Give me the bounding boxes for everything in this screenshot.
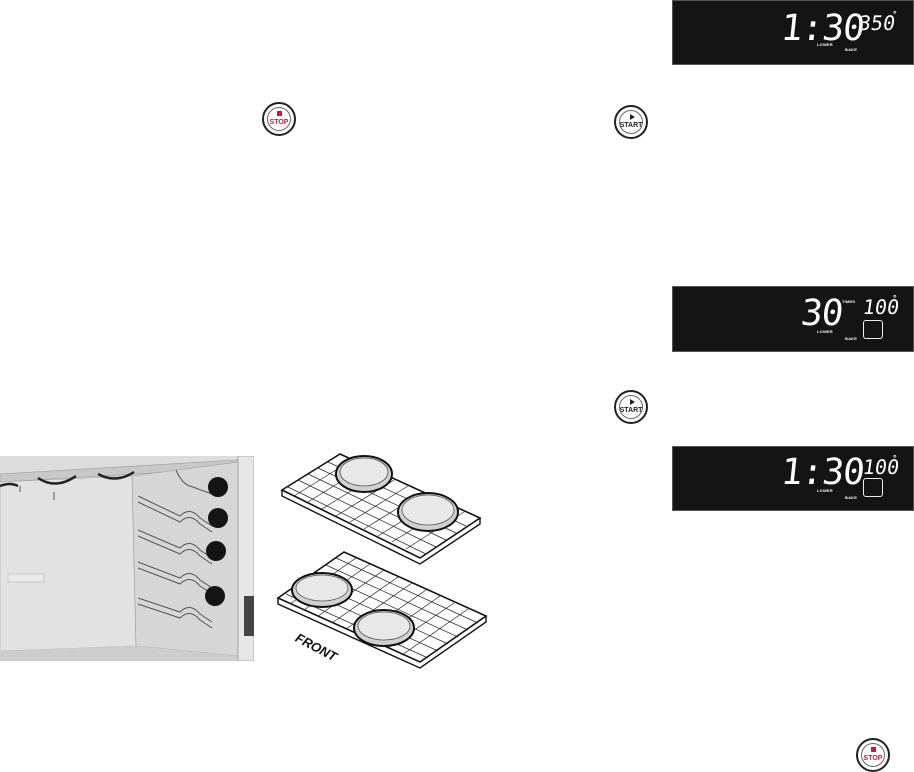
degree-symbol: ° bbox=[893, 9, 897, 19]
play-triangle-icon bbox=[630, 114, 635, 120]
start-button-2[interactable]: START bbox=[614, 390, 648, 424]
stop-square-icon bbox=[277, 111, 282, 116]
stop-button-label: STOP bbox=[863, 755, 883, 762]
display-label-bake: BAKE bbox=[845, 47, 858, 52]
oven-display-1: 1:30 350 ° LOWER BAKE bbox=[672, 0, 914, 65]
oven-display-3: 1:30 100 ° LOWER BAKE bbox=[672, 446, 914, 511]
oven-display-2: 30 TIMED 100 ° LOWER BAKE bbox=[672, 286, 914, 352]
start-button-label: START bbox=[619, 122, 643, 129]
stop-button-label: STOP bbox=[269, 119, 289, 126]
start-button[interactable]: START bbox=[614, 105, 648, 139]
oven-indicator-icon bbox=[863, 320, 883, 339]
degree-symbol: ° bbox=[893, 293, 897, 303]
display-label-bake: BAKE bbox=[845, 495, 858, 500]
display-temperature: 350 bbox=[857, 11, 897, 35]
display-label-timed: TIMED bbox=[842, 299, 856, 304]
display-label-lower: LOWER bbox=[817, 488, 833, 493]
play-triangle-icon bbox=[630, 399, 635, 405]
display-label-lower: LOWER bbox=[817, 329, 833, 334]
oven-indicator-icon bbox=[863, 478, 883, 497]
stop-square-icon bbox=[871, 747, 876, 752]
oven-interior-illustration bbox=[0, 456, 254, 661]
stop-button[interactable]: STOP bbox=[262, 102, 296, 136]
display-label-bake: BAKE bbox=[845, 336, 858, 341]
display-time: 1:30 bbox=[778, 452, 866, 493]
racks-with-pans-illustration bbox=[276, 453, 488, 669]
degree-symbol: ° bbox=[893, 453, 897, 463]
display-label-lower: LOWER bbox=[817, 42, 833, 47]
start-button-label: START bbox=[619, 407, 643, 414]
stop-button-2[interactable]: STOP bbox=[856, 738, 890, 772]
display-time: 30 bbox=[798, 293, 845, 334]
